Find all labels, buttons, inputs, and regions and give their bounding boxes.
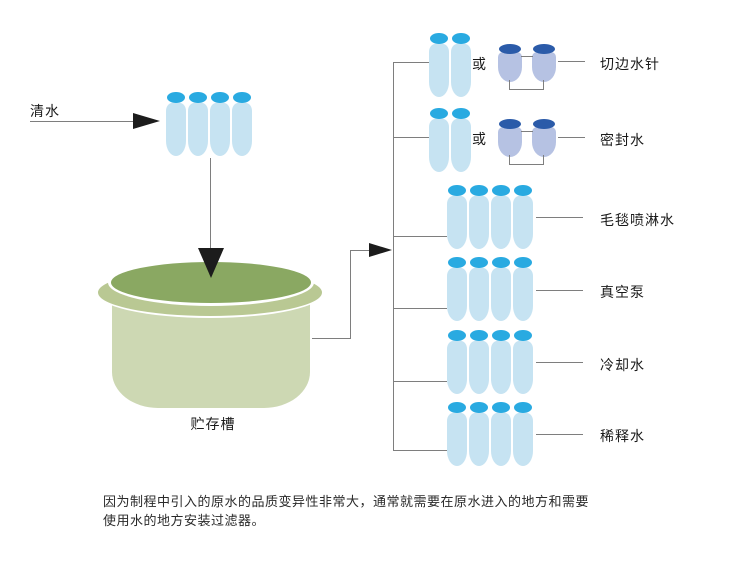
label-leader-line [536,290,583,291]
bag-filter [498,119,522,157]
filter-tube [232,92,252,156]
vessel-bracket-line [509,80,510,90]
clean-water-line [30,121,135,122]
branch-line-3 [393,236,447,237]
branch-filter-bank [429,108,471,172]
filter-tube [429,33,449,97]
clean-water-label: 清水 [30,103,60,119]
filter-tube [469,257,489,321]
vessel-bracket-line [509,164,544,165]
branch-line-2 [393,137,429,138]
branch-line-5 [393,381,447,382]
branch-label-seal-water: 密封水 [600,132,645,148]
branch-label-trim-water-jet: 切边水针 [600,56,660,72]
branch-filter-bank [447,402,533,466]
vessel-connector-line [521,56,533,57]
caption-text: 因为制程中引入的原水的品质变异性非常大，通常就需要在原水进入的地方和需要 使用水… [103,492,589,530]
vessel-bracket-line [509,89,544,90]
branch-line-6 [393,450,447,451]
storage-tank-label: 贮存槽 [190,416,236,432]
filter-tube [469,185,489,249]
filter-tube [451,108,471,172]
bag-filter [532,119,556,157]
vessel-bracket-line [509,155,510,165]
filter-tube [429,108,449,172]
filter-tube [447,402,467,466]
label-leader-line [536,362,583,363]
filter-tube [513,330,533,394]
tank-outlet-riser [350,250,351,339]
filter-tube [451,33,471,97]
filter-tube [469,330,489,394]
filter-tube [513,257,533,321]
branch-label-vacuum-pump: 真空泵 [600,284,645,300]
tank-outlet-line [312,338,350,339]
inlet-drop-line [210,158,211,250]
arrow-right-icon [369,243,392,257]
bag-filter [532,44,556,82]
label-leader-line [536,217,583,218]
filter-tube [469,402,489,466]
branch-filter-bank [447,257,533,321]
vessel-bracket-line [543,80,544,90]
vessel-bracket-line [543,155,544,165]
filter-tube [188,92,208,156]
filter-tube [447,185,467,249]
branch-label-dilution-water: 稀释水 [600,428,645,444]
branch-line-1 [393,62,429,63]
branch-filter-bank [447,185,533,249]
distribution-trunk-line [393,62,394,451]
filter-tube [491,402,511,466]
caption-line-1: 因为制程中引入的原水的品质变异性非常大，通常就需要在原水进入的地方和需要 [103,494,590,509]
bag-filter [498,44,522,82]
filter-tube [491,185,511,249]
filter-tube [513,185,533,249]
branch-line-4 [393,308,447,309]
branch-filter-bank [447,330,533,394]
filter-tube [447,257,467,321]
tank-outlet-stub [350,250,371,251]
or-label: 或 [472,131,486,147]
inlet-filter-bank [166,92,252,156]
branch-filter-bank [429,33,471,97]
filter-tube [447,330,467,394]
filter-tube [491,257,511,321]
or-label: 或 [472,56,486,72]
branch-label-felt-shower-water: 毛毯喷淋水 [600,212,675,228]
filter-tube [491,330,511,394]
caption-line-2: 使用水的地方安装过滤器。 [103,513,266,528]
label-leader-line [536,434,583,435]
filter-tube [513,402,533,466]
arrow-right-icon [133,113,160,129]
vessel-connector-line [521,131,533,132]
label-leader-line [558,61,585,62]
filter-tube [166,92,186,156]
filter-tube [210,92,230,156]
label-leader-line [558,137,585,138]
branch-label-cooling-water: 冷却水 [600,357,645,373]
arrow-down-icon [198,248,224,278]
